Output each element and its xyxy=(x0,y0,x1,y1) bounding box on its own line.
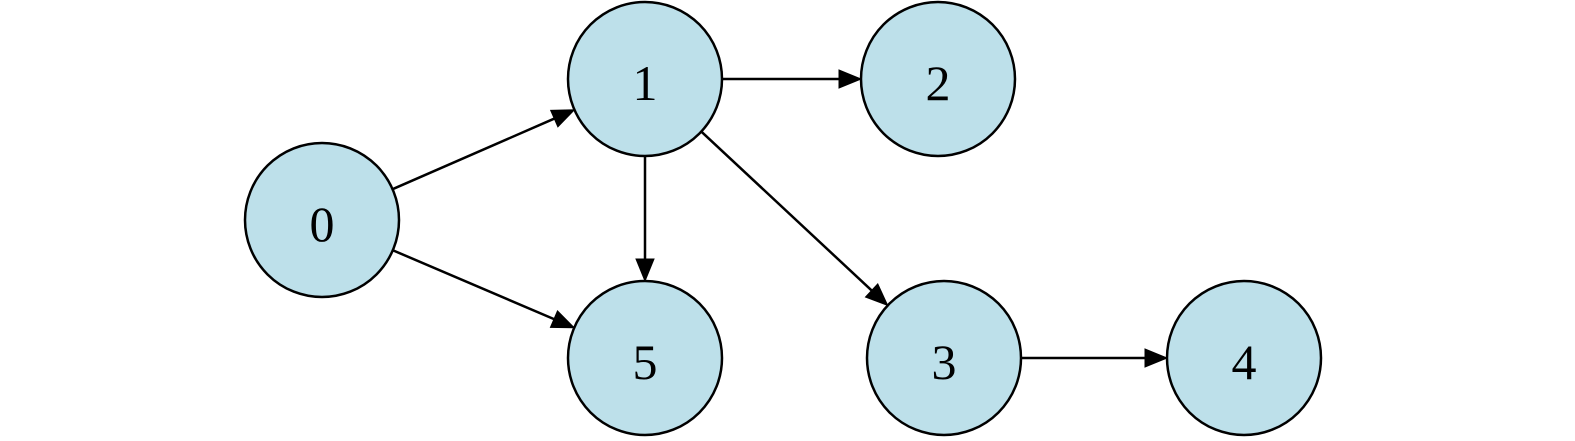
node-3-label: 3 xyxy=(932,334,957,390)
node-3: 3 xyxy=(865,279,1023,437)
nodes: 0 1 2 3 4 5 xyxy=(243,0,1323,437)
edge-3-4 xyxy=(1021,348,1169,368)
arrowhead-0-1 xyxy=(549,109,576,128)
edge-line-0-5 xyxy=(392,249,557,322)
edge-1-2 xyxy=(722,69,863,89)
node-5: 5 xyxy=(566,279,724,437)
node-1: 1 xyxy=(566,0,724,158)
edges xyxy=(392,69,1169,368)
edge-1-3 xyxy=(700,130,889,307)
arrowhead-1-2 xyxy=(838,69,863,89)
node-2: 2 xyxy=(859,0,1017,158)
node-2-label: 2 xyxy=(926,55,951,111)
node-1-label: 1 xyxy=(633,55,658,111)
arrowhead-1-5 xyxy=(635,258,655,283)
node-0-label: 0 xyxy=(310,196,335,252)
node-3-circle xyxy=(865,279,1023,437)
node-0-circle xyxy=(243,141,401,299)
node-1-circle xyxy=(566,0,724,158)
edge-0-1 xyxy=(392,109,576,191)
node-5-label: 5 xyxy=(633,334,658,390)
node-0: 0 xyxy=(243,141,401,299)
node-4-circle xyxy=(1165,279,1323,437)
edge-line-1-3 xyxy=(700,130,874,293)
edge-0-5 xyxy=(392,249,576,329)
arrowhead-0-5 xyxy=(549,309,576,329)
edge-1-5 xyxy=(635,156,655,283)
node-2-circle xyxy=(859,0,1017,158)
arrowhead-1-3 xyxy=(864,282,889,307)
node-4: 4 xyxy=(1165,279,1323,437)
edge-line-0-1 xyxy=(392,116,557,191)
arrowhead-3-4 xyxy=(1144,348,1169,368)
node-4-label: 4 xyxy=(1232,334,1257,390)
node-5-circle xyxy=(566,279,724,437)
